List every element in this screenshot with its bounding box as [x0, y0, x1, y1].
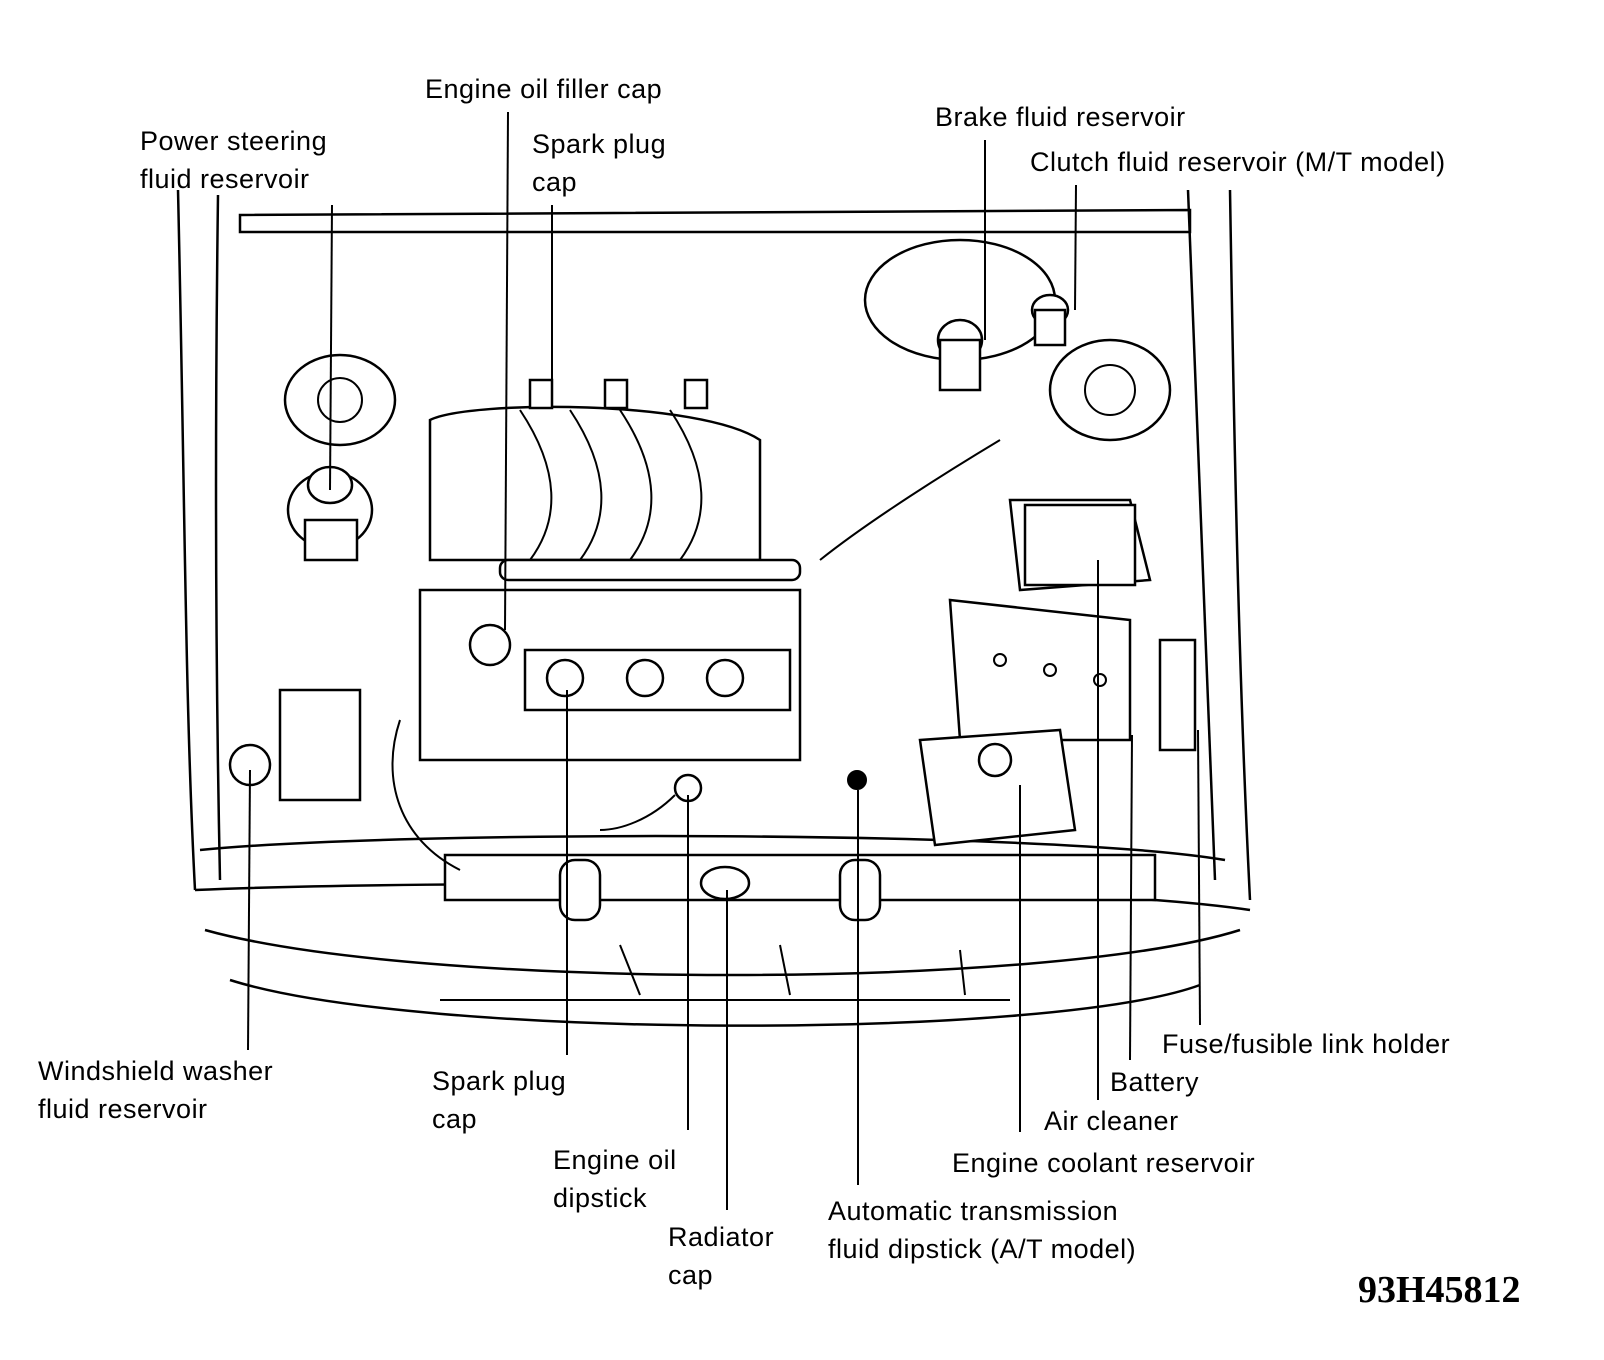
label-spark-plug-top-line2: cap: [532, 167, 578, 197]
coolant-reservoir-part: [918, 728, 1077, 847]
brake-booster: [283, 238, 1172, 447]
label-radiator-cap-line2: cap: [668, 1260, 714, 1290]
label-windshield-line1: Windshield washer: [38, 1056, 274, 1086]
label-fuse-holder: Fuse/fusible link holder: [1162, 1029, 1451, 1059]
engine-block: [391, 378, 1001, 871]
radiator-cap-part: [699, 865, 751, 901]
fuse-holder-part: [1158, 638, 1197, 752]
label-clutch-fluid-reservoir: Clutch fluid reservoir (M/T model): [1030, 147, 1446, 177]
leader-clutch-fluid: [1074, 184, 1077, 311]
label-battery: Battery: [1110, 1067, 1200, 1097]
label-spark-plug-top-line1: Spark plug: [532, 129, 667, 159]
label-spark-plug-bottom-line2: cap: [432, 1104, 478, 1134]
body-outline: [176, 189, 1252, 1027]
label-spark-plug-bottom-line1: Spark plug: [432, 1066, 567, 1096]
label-engine-oil-dipstick-line2: dipstick: [553, 1183, 648, 1213]
leader-lines: [247, 111, 1201, 1210]
label-engine-coolant-reservoir: Engine coolant reservoir: [952, 1148, 1256, 1178]
label-radiator-cap-line1: Radiator: [668, 1222, 775, 1252]
power-steering-reservoir-part: [286, 465, 374, 562]
radiator-support: [443, 853, 1157, 922]
leader-fuse: [1197, 729, 1201, 1026]
label-air-cleaner: Air cleaner: [1044, 1106, 1179, 1136]
label-engine-oil-filler-cap: Engine oil filler cap: [425, 74, 663, 104]
oil-dipstick-part: [599, 773, 703, 831]
leader-battery: [1129, 734, 1133, 1061]
label-atf-dipstick-line1: Automatic transmission: [828, 1196, 1119, 1226]
leader-windshield: [247, 769, 251, 1051]
label-windshield-line2: fluid reservoir: [38, 1094, 208, 1124]
leader-engine-oil-filler-cap: [504, 111, 509, 631]
label-power-steering-line1: Power steering: [140, 126, 328, 156]
figure-code: 93H45812: [1358, 1269, 1521, 1311]
label-brake-fluid-reservoir: Brake fluid reservoir: [935, 102, 1186, 132]
battery-part: [948, 598, 1132, 742]
label-engine-oil-dipstick-line1: Engine oil: [553, 1145, 677, 1175]
label-atf-dipstick-line2: fluid dipstick (A/T model): [828, 1234, 1137, 1264]
leader-power-steering: [329, 204, 333, 491]
label-power-steering-line2: fluid reservoir: [140, 164, 310, 194]
washer-reservoir-part: [228, 688, 362, 802]
atf-dipstick-part: [847, 770, 867, 790]
air-cleaner-part: [1008, 498, 1152, 592]
